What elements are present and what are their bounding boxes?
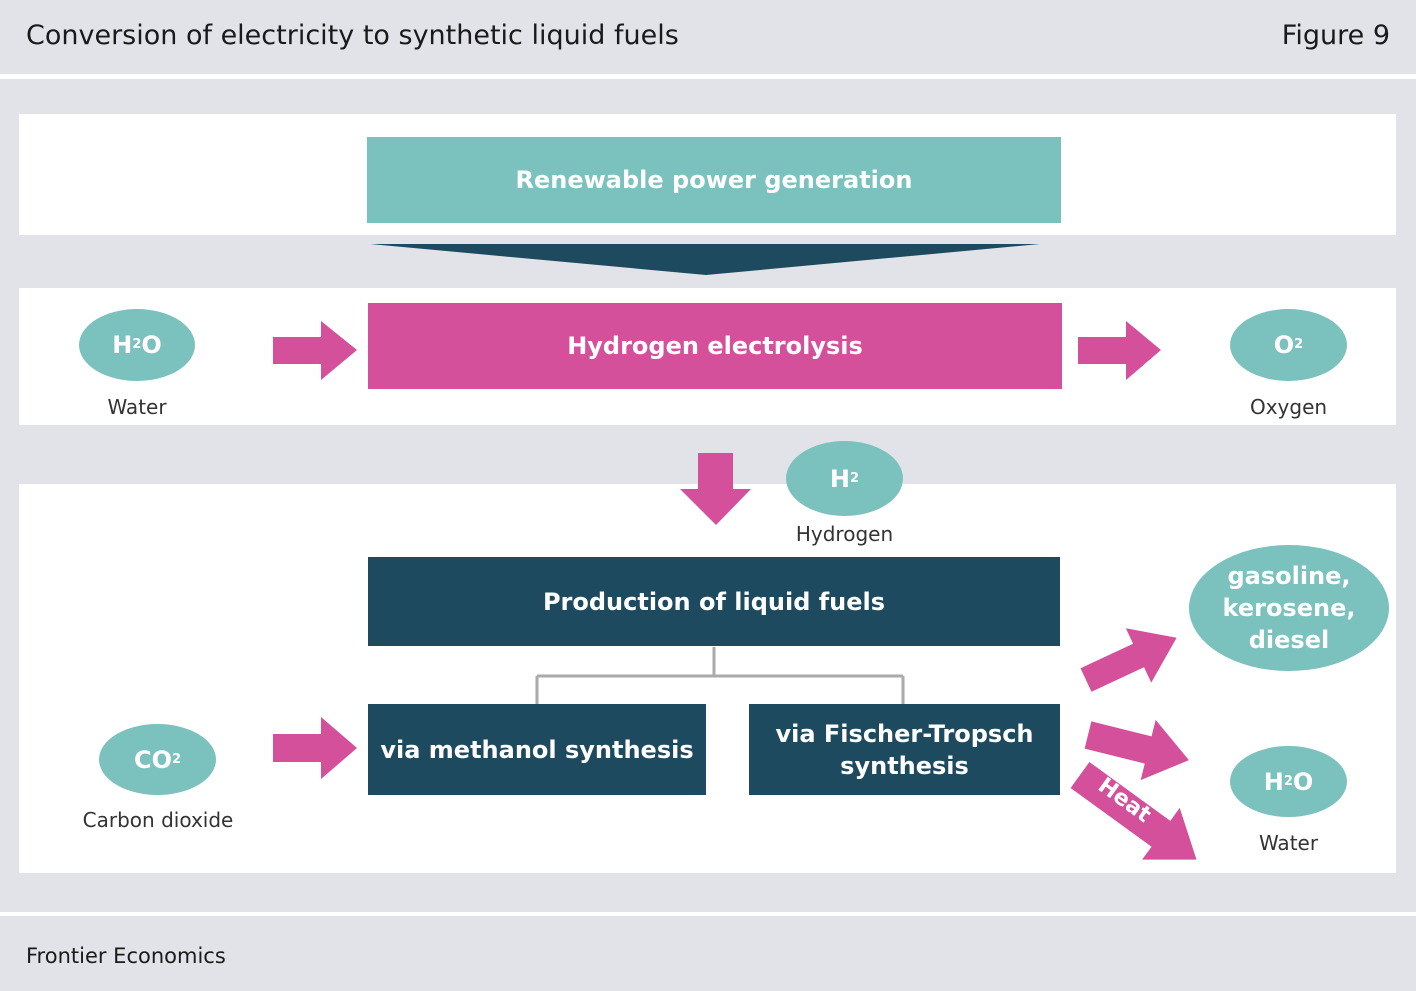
liquid-fuels-panel <box>19 484 1396 873</box>
output-to-water-arrow <box>1084 719 1189 781</box>
co2-to-methanol-arrow <box>273 717 357 779</box>
water-formula-h: H <box>112 331 133 359</box>
oxygen-formula: O <box>1273 331 1295 359</box>
hydrogen-formula: H <box>829 464 851 493</box>
water-formula-o: O <box>141 331 162 359</box>
hydrogen-electrolysis-box: Hydrogen electrolysis <box>368 303 1062 389</box>
heat-arrow <box>1070 762 1197 860</box>
figure-title: Conversion of electricity to synthetic l… <box>26 20 679 51</box>
production-liquid-fuels-box: Production of liquid fuels <box>368 557 1060 646</box>
methanol-synthesis-box: via methanol synthesis <box>368 704 706 795</box>
fuels-output-ellipse: gasoline, kerosene, diesel <box>1189 545 1389 671</box>
source-text: Frontier Economics <box>26 944 226 968</box>
water-out-formula-o: O <box>1292 767 1314 796</box>
renewable-power-box: Renewable power generation <box>367 137 1061 223</box>
water-output-caption: Water <box>1258 831 1319 855</box>
hydrogen-caption: Hydrogen <box>795 522 894 546</box>
water-to-electrolysis-arrow <box>273 321 357 380</box>
figure-number: Figure 9 <box>1281 20 1390 51</box>
oxygen-caption: Oxygen <box>1249 395 1328 419</box>
funnel-arrow <box>370 244 1040 275</box>
footer-bar: Frontier Economics <box>0 912 1416 991</box>
electrolysis-to-oxygen-arrow <box>1078 321 1161 380</box>
output-to-fuels-arrow <box>1080 628 1177 692</box>
water-caption: Water <box>107 395 167 419</box>
fischer-tropsch-box: via Fischer-Tropsch synthesis <box>749 704 1060 795</box>
header-bar: Conversion of electricity to synthetic l… <box>0 0 1416 79</box>
co2-formula: CO <box>133 745 172 774</box>
hydrogen-down-arrow <box>680 453 751 525</box>
synthesis-connector <box>535 647 905 704</box>
water-out-formula-h: H <box>1263 767 1284 796</box>
co2-caption: Carbon dioxide <box>82 808 234 832</box>
